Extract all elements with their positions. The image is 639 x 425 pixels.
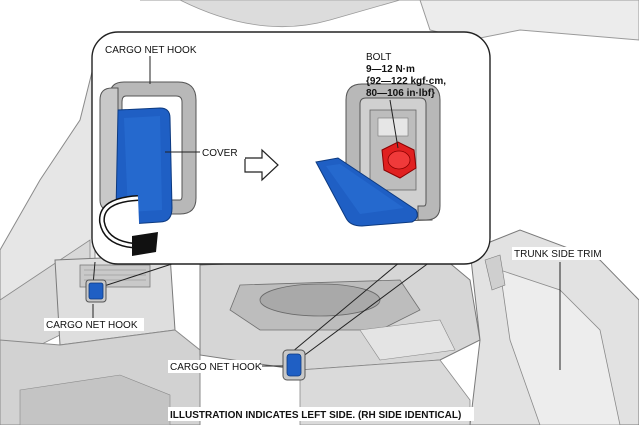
label-torque-kgfcm: {92—122 kgf·cm,	[366, 76, 446, 87]
label-cargo-net-hook-center: CARGO NET HOOK	[170, 362, 262, 373]
label-torque-nm: 9—12 N·m	[366, 64, 415, 75]
leader-bolt	[389, 99, 399, 149]
center-cargo-net-hook	[282, 349, 306, 381]
label-torque-inlbf: 80—106 in·lbf}	[366, 88, 435, 99]
callout-lines	[92, 261, 431, 361]
label-cargo-net-hook-inset: CARGO NET HOOK	[105, 45, 197, 56]
label-cover: COVER	[202, 148, 238, 159]
inset-hook-with-cover	[98, 81, 197, 256]
transition-arrow	[244, 148, 279, 182]
caption: ILLUSTRATION INDICATES LEFT SIDE. (RH SI…	[170, 410, 461, 421]
inset-hook-with-bolt	[315, 83, 441, 227]
label-cargo-net-hook-left: CARGO NET HOOK	[46, 320, 138, 331]
label-trunk-side-trim: TRUNK SIDE TRIM	[514, 249, 602, 260]
left-cargo-net-hook	[85, 279, 107, 303]
label-bolt: BOLT	[366, 52, 391, 63]
